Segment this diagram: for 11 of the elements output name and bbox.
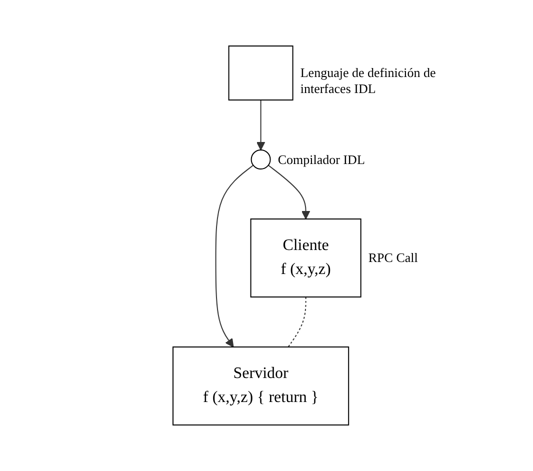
- node-caption: Lenguaje de definición de interfaces IDL: [300, 65, 437, 97]
- node-circle: [250, 150, 270, 170]
- node-box: Servidor f (x,y,z) { return }: [172, 346, 349, 426]
- connector: [287, 296, 306, 348]
- arrow: [256, 100, 265, 150]
- node-caption: Compilador IDL: [278, 152, 365, 168]
- node-caption: RPC Call: [368, 250, 418, 266]
- node-box: Cliente f (x,y,z): [250, 218, 361, 298]
- arrow: [214, 164, 254, 348]
- arrow: [267, 164, 310, 220]
- node-box: [228, 46, 293, 100]
